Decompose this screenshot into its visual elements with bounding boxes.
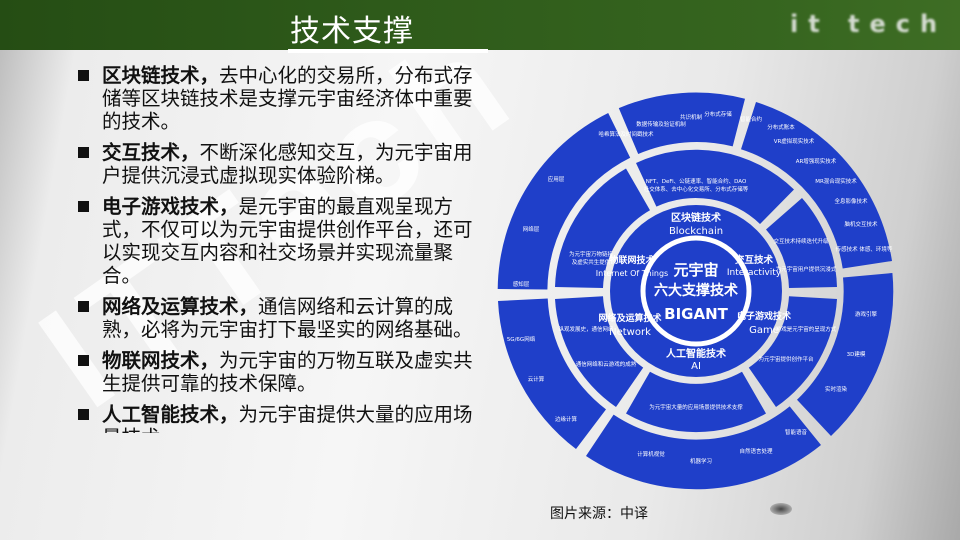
inner-label-blockchain-zh: 区块链技术 (671, 211, 721, 224)
inner-label-ai-en: AI (691, 361, 701, 372)
svg-text:分布式账本: 分布式账本 (767, 123, 795, 131)
svg-text:为元宇宙用户提供沉浸式: 为元宇宙用户提供沉浸式 (776, 265, 837, 273)
svg-text:分布式存储: 分布式存储 (704, 110, 732, 118)
svg-text:感知层: 感知层 (513, 280, 530, 288)
bullet-title: 网络及运算技术， (102, 295, 259, 318)
outer-ring (497, 92, 894, 490)
svg-text:游戏是元宇宙的呈现方式: 游戏是元宇宙的呈现方式 (776, 325, 837, 333)
inner-label-interactivity-zh: 交互技术 (735, 254, 774, 266)
bullet-item: 物联网技术，为元宇宙的万物互联及虚实共生提供可靠的技术保障。 (78, 349, 488, 395)
bullet-text: 不断深化感知交互，为元宇宙用户提供沉浸式虚拟现实体验阶梯。 (102, 141, 473, 187)
center-line1: 元宇宙 (673, 261, 718, 279)
svg-text:应用层: 应用层 (548, 175, 565, 183)
middle-ring-labels: NFT、DeFi、公链速率、智能合约、DAO 社交体系、去中心化交易所、分布式存… (558, 177, 836, 411)
outer-ring-labels: 哈希算法及时间戳技术 数据传输及验证机制 共识机制 分布式存储 智能合约 分布式… (507, 110, 893, 465)
inner-label-ai-zh: 人工智能技术 (666, 347, 726, 360)
bullet-title: 区块链技术， (102, 64, 220, 87)
svg-text:网络层: 网络层 (523, 225, 540, 233)
bullet-item: 电子游戏技术，是元宇宙的最直观呈现方式，不仅可以为元宇宙提供创作平台，还可以实现… (78, 195, 488, 287)
square-bullet-icon (78, 409, 89, 420)
inner-label-blockchain-en: Blockchain (669, 226, 723, 237)
svg-text:实时渲染: 实时渲染 (825, 385, 848, 393)
middle-ring (555, 149, 837, 433)
bullet-title: 物联网技术， (102, 349, 220, 372)
svg-text:5G/6G网络: 5G/6G网络 (507, 335, 536, 343)
svg-text:MR混合现实技术: MR混合现实技术 (815, 177, 857, 185)
svg-text:NFT、DeFi、公链速率、智能合约、DAO: NFT、DeFi、公链速率、智能合约、DAO (646, 177, 747, 185)
bullet-text: 去中心化的交易所，分布式存储等区块链技术是支撑元宇宙经济体中重要的技术。 (102, 64, 473, 133)
bullet-text: 为元宇宙的万物互联及虚实共生提供可靠的技术保障。 (102, 349, 473, 395)
svg-text:游戏引擎: 游戏引擎 (855, 310, 878, 318)
bullet-item: 交互技术，不断深化感知交互，为元宇宙用户提供沉浸式虚拟现实体验阶梯。 (78, 141, 488, 187)
svg-text:哈希算法及时间戳技术: 哈希算法及时间戳技术 (598, 130, 654, 138)
bullet-title: 人工智能技术， (102, 403, 239, 426)
svg-text:AR增强现实技术: AR增强现实技术 (796, 157, 837, 165)
bullet-text: 通信网络和云计算的成熟，必将为元宇宙打下最坚实的网络基础。 (102, 295, 473, 341)
center-line3: BIGANT (664, 305, 728, 323)
header-bar: 技术支撑 it tech (0, 0, 960, 50)
image-source-caption: 图片来源：中译 (550, 506, 648, 522)
square-bullet-icon (78, 301, 89, 312)
bullet-text: 是元宇宙的最直观呈现方式，不仅可以为元宇宙提供创作平台，还可以实现交互内容和社交… (102, 195, 473, 287)
square-bullet-icon (78, 147, 89, 158)
inner-label-iot-en: Internet Of Things (596, 269, 668, 278)
bullet-text: 为元宇宙提供大量的应用场景技术... (102, 403, 473, 433)
center-divider (640, 235, 752, 347)
bullet-title: 交互技术， (102, 141, 200, 164)
svg-text:VR虚拟现实技术: VR虚拟现实技术 (774, 137, 815, 145)
svg-text:为元宇宙万物链接: 为元宇宙万物链接 (569, 250, 614, 258)
bullet-title: 电子游戏技术， (102, 195, 239, 218)
svg-text:脑机交互技术: 脑机交互技术 (844, 220, 878, 228)
svg-text:机器学习: 机器学习 (690, 457, 712, 465)
square-bullet-icon (78, 201, 89, 212)
bullet-list: 区块链技术，去中心化的交易所，分布式存储等区块链技术是支撑元宇宙经济体中重要的技… (78, 64, 488, 441)
svg-text:通信网络和云游戏的成熟: 通信网络和云游戏的成熟 (576, 360, 637, 368)
svg-text:及虚实共生提供: 及虚实共生提供 (572, 258, 611, 266)
svg-text:计算机视觉: 计算机视觉 (637, 450, 665, 458)
inner-label-interactivity-en: Interactivity (727, 268, 782, 278)
tech-ring-diagram: 元宇宙 六大支撑技术 BIGANT 区块链技术 Blockchain 交互技术 … (497, 92, 894, 490)
svg-text:云计算: 云计算 (528, 375, 545, 383)
svg-text:传感技术 体感、环境等: 传感技术 体感、环境等 (836, 245, 893, 253)
page-title: 技术支撑 (290, 14, 414, 49)
svg-text:3D建模: 3D建模 (847, 350, 866, 358)
smudge-mark (770, 503, 792, 515)
svg-text:数据传输及验证机制: 数据传输及验证机制 (636, 120, 686, 128)
center-line2: 六大支撑技术 (654, 282, 738, 299)
square-bullet-icon (78, 70, 89, 81)
svg-text:为元宇宙提供创作平台: 为元宇宙提供创作平台 (758, 355, 814, 363)
square-bullet-icon (78, 355, 89, 366)
bullet-item: 网络及运算技术，通信网络和云计算的成熟，必将为元宇宙打下最坚实的网络基础。 (78, 295, 488, 341)
svg-text:自然语言处理: 自然语言处理 (739, 447, 773, 455)
inner-label-game-zh: 电子游戏技术 (737, 310, 791, 322)
svg-text:智能语音: 智能语音 (785, 428, 808, 436)
svg-text:交互技术持续迭代升级: 交互技术持续迭代升级 (773, 237, 829, 245)
bullet-item: 人工智能技术，为元宇宙提供大量的应用场景技术... (78, 403, 488, 433)
bullet-item: 区块链技术，去中心化的交易所，分布式存储等区块链技术是支撑元宇宙经济体中重要的技… (78, 64, 488, 133)
logo: it tech (790, 10, 948, 38)
svg-text:边缘计算: 边缘计算 (555, 415, 578, 423)
title-underline (288, 49, 488, 53)
svg-text:纵观发展史，通信网络: 纵观发展史，通信网络 (558, 325, 614, 333)
inner-label-network-zh: 网络及运算技术 (598, 312, 661, 324)
svg-text:为元宇宙大量的应用场景提供技术支撑: 为元宇宙大量的应用场景提供技术支撑 (649, 403, 743, 411)
inner-label-network-en: Network (609, 327, 651, 338)
svg-text:智能合约: 智能合约 (740, 115, 763, 123)
inner-label-iot-zh: 物联网技术 (609, 254, 654, 266)
svg-text:全息影像技术: 全息影像技术 (834, 197, 868, 205)
svg-text:社交体系、去中心化交易所、分布式存储等: 社交体系、去中心化交易所、分布式存储等 (644, 185, 749, 193)
inner-label-game-en: Game (749, 325, 779, 336)
svg-text:共识机制: 共识机制 (680, 113, 703, 121)
